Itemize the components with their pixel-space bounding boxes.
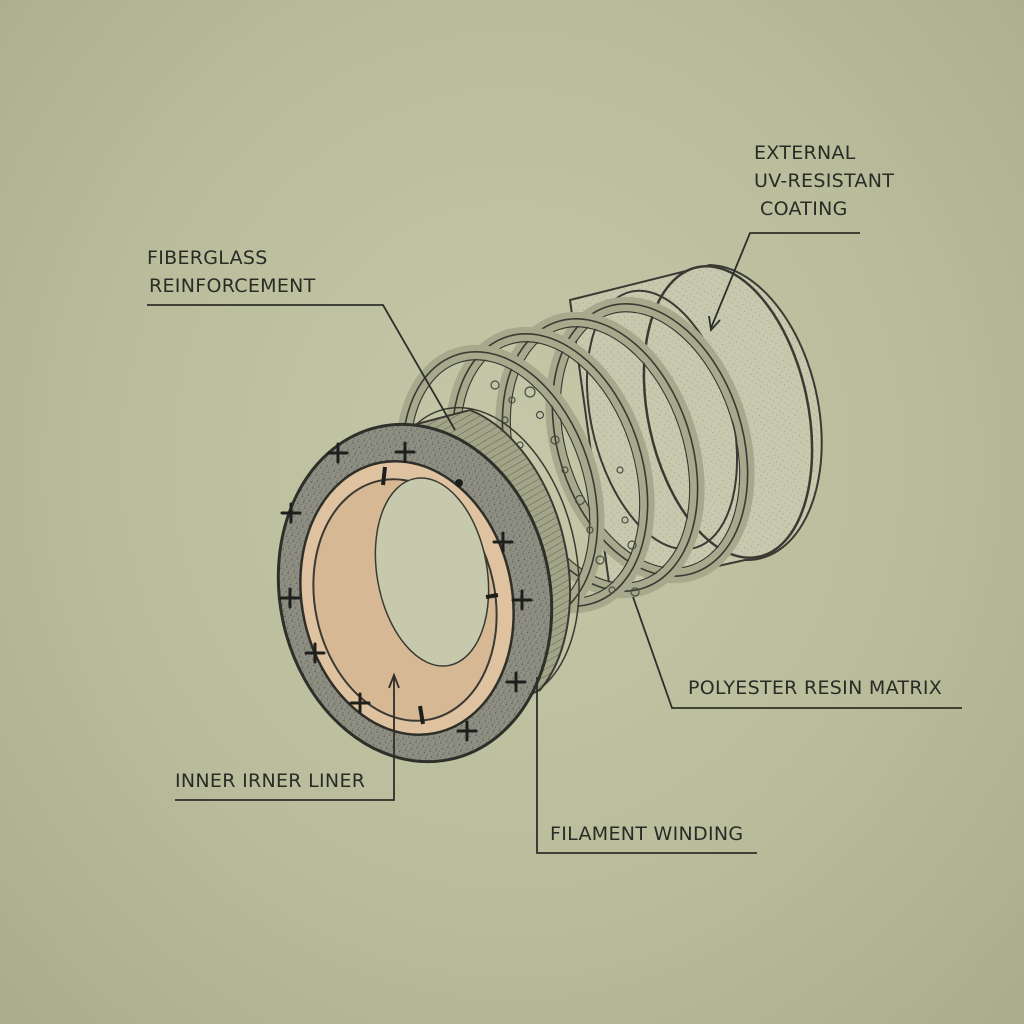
- leader-resin: [632, 596, 962, 709]
- leader-winding: [536, 677, 757, 854]
- front-ring: [276, 422, 554, 764]
- leader-fiberglass: [147, 304, 456, 431]
- arrow-liner: [388, 672, 400, 689]
- label-external-coating: EXTERNAL UV-RESISTANT COATING: [754, 139, 894, 223]
- label-external-coating-line2: UV-RESISTANT: [754, 170, 895, 192]
- arrow-coating: [708, 315, 721, 333]
- label-fiberglass: FIBERGLASS REINFORCEMENT: [147, 244, 316, 300]
- label-filament-winding: FILAMENT WINDING: [550, 823, 744, 845]
- label-fiberglass-line1: FIBERGLASS: [147, 247, 268, 269]
- label-external-coating-line3: COATING: [760, 198, 848, 220]
- label-external-coating-line1: EXTERNAL: [754, 142, 856, 164]
- leader-lines: [147, 232, 962, 854]
- leader-liner: [175, 675, 395, 801]
- label-fiberglass-line2: REINFORCEMENT: [149, 275, 316, 297]
- leader-coating: [710, 232, 860, 329]
- cross-marks: [279, 441, 533, 742]
- label-inner-liner: INNER IRNER LINER: [175, 770, 366, 792]
- label-resin-matrix: POLYESTER RESIN MATRIX: [688, 677, 943, 699]
